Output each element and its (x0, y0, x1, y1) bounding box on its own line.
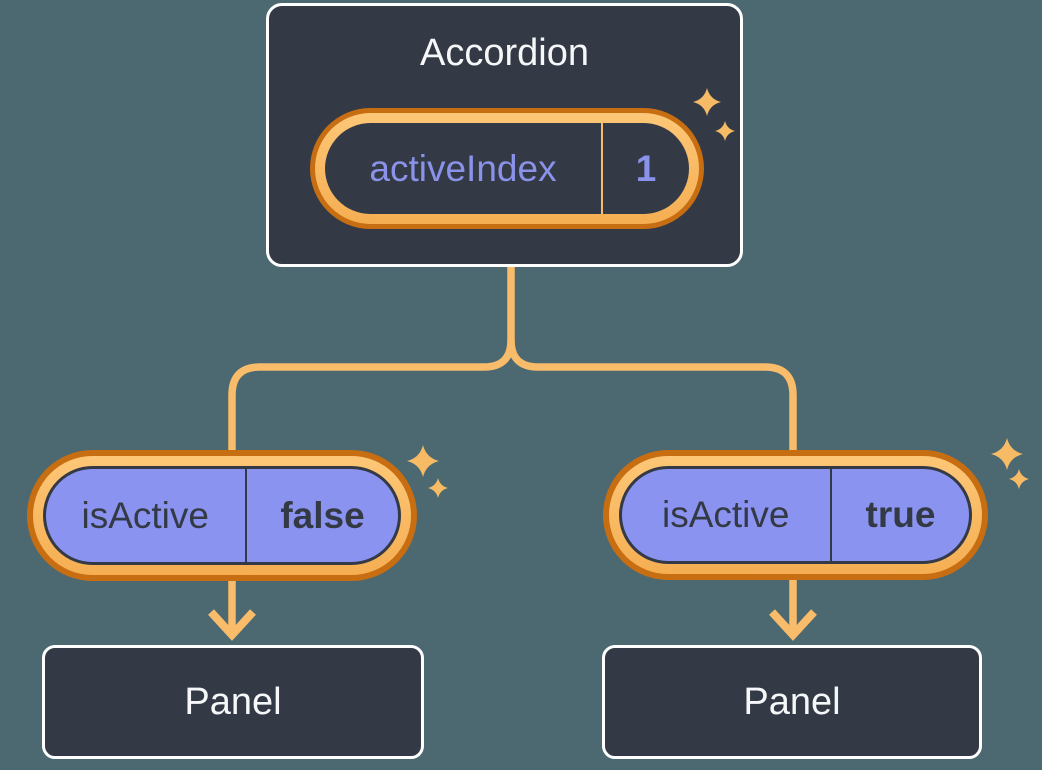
prop-pill-right: isActive true (603, 450, 988, 580)
node-title: Accordion (420, 32, 589, 74)
state-name-label: activeIndex (369, 147, 557, 189)
prop-pill-fill: isActive true (619, 466, 972, 564)
connector-right-branch (507, 339, 797, 451)
prop-value-label: false (280, 494, 365, 536)
sparkle-icon (1009, 469, 1029, 489)
panel-node-right: Panel (602, 645, 982, 759)
down-arrow-icon (208, 609, 256, 641)
prop-pill-left: isActive false (27, 450, 417, 581)
pill-divider (601, 123, 603, 214)
prop-value-label: true (865, 494, 936, 535)
state-pill-ring: activeIndex 1 (315, 113, 699, 224)
prop-name-label: isActive (81, 494, 209, 536)
sparkle-icon (428, 478, 448, 498)
pill-divider (244, 469, 247, 562)
panel-node-left: Panel (42, 645, 424, 759)
state-value-label: 1 (635, 147, 657, 189)
state-pill-fill: activeIndex 1 (325, 123, 689, 214)
prop-name-label: isActive (662, 494, 790, 535)
sparkle-icon (407, 445, 439, 477)
state-pill: activeIndex 1 (310, 108, 704, 229)
down-arrow-icon (769, 609, 817, 641)
sparkle-icon (991, 438, 1023, 470)
prop-pill-ring: isActive true (609, 456, 982, 574)
pill-divider (829, 469, 832, 561)
prop-pill-fill: isActive false (43, 466, 401, 565)
prop-pill-ring: isActive false (33, 456, 411, 575)
connector-left-branch (228, 265, 515, 453)
